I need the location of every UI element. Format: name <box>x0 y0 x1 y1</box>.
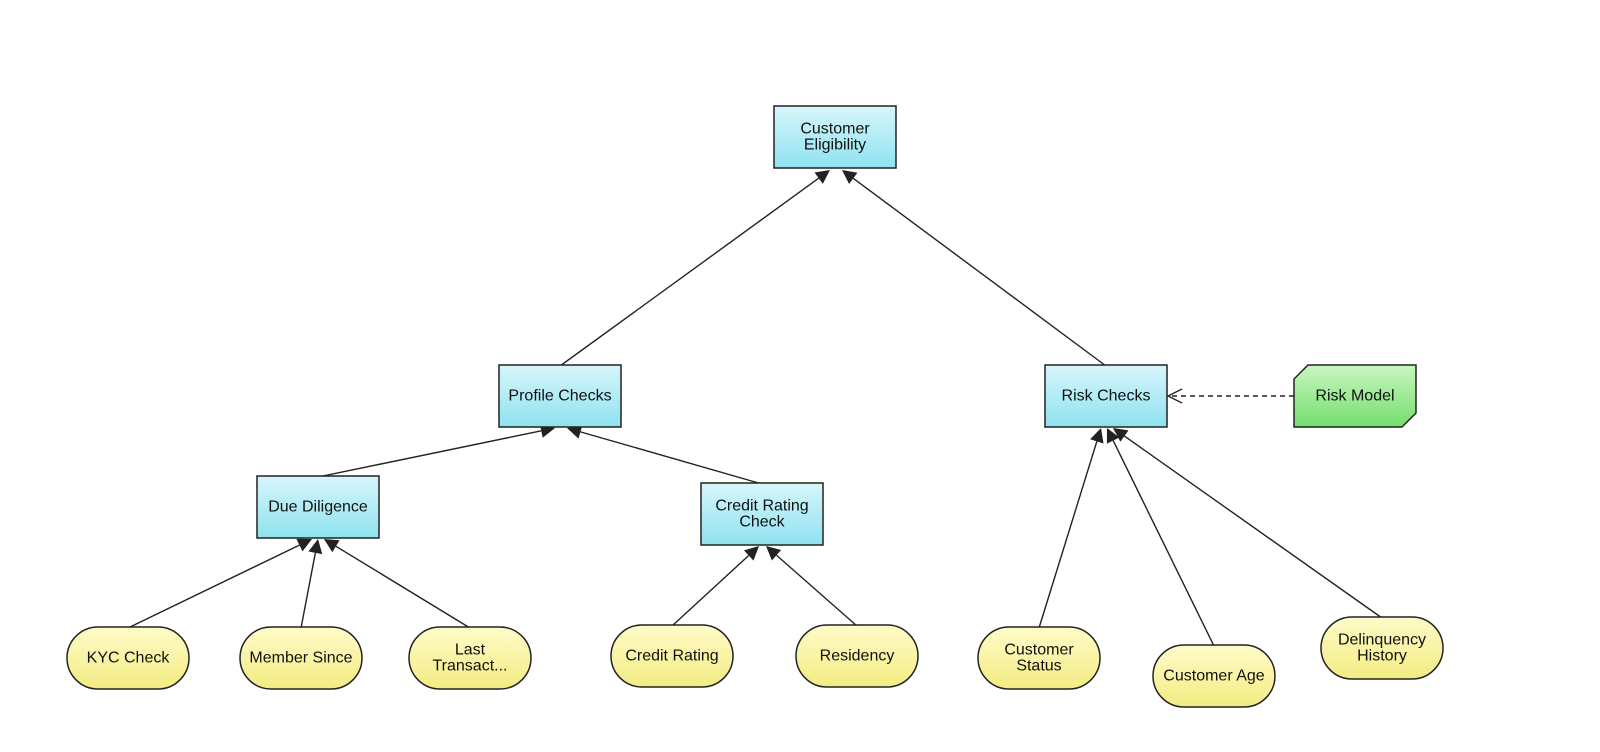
decision-box <box>700 482 824 546</box>
node-label: Residency <box>820 648 895 665</box>
decision-box <box>773 105 897 169</box>
node-label: Customer <box>800 121 870 138</box>
node-label: Profile Checks <box>508 388 611 405</box>
edge-line <box>580 431 763 485</box>
filled-arrowhead-icon <box>1113 428 1129 442</box>
edge-last-transaction-to-due-diligence[interactable] <box>324 539 471 629</box>
input-data-oval <box>408 626 532 690</box>
knowledge-source-shape <box>1293 364 1417 428</box>
node-residency[interactable]: Residency <box>795 624 919 688</box>
input-data-oval <box>1152 644 1276 708</box>
filled-arrowhead-icon <box>1106 428 1120 444</box>
edge-line <box>317 430 542 478</box>
edge-member-since-to-due-diligence[interactable] <box>300 539 323 629</box>
filled-arrowhead-icon <box>1090 428 1104 444</box>
edge-line <box>776 554 858 627</box>
edges-layer <box>127 170 1383 647</box>
edge-profile-checks-to-customer-eligibility[interactable] <box>559 170 830 367</box>
node-label: Last <box>455 642 486 659</box>
node-label: Customer Age <box>1163 668 1264 685</box>
edge-kyc-check-to-due-diligence[interactable] <box>127 538 312 629</box>
node-kyc-check[interactable]: KYC Check <box>66 626 190 690</box>
edge-risk-checks-to-customer-eligibility[interactable] <box>842 170 1107 367</box>
filled-arrowhead-icon <box>567 425 583 439</box>
filled-arrowhead-icon <box>814 170 830 184</box>
filled-arrowhead-icon <box>308 539 323 555</box>
node-label: Member Since <box>249 650 352 667</box>
node-member-since[interactable]: Member Since <box>239 626 363 690</box>
edge-credit-rating-to-credit-rating-check[interactable] <box>671 546 759 627</box>
filled-arrowhead-icon <box>766 546 782 561</box>
node-label: Due Diligence <box>268 499 368 516</box>
node-label: Risk Checks <box>1062 388 1151 405</box>
input-data-oval <box>977 626 1101 690</box>
node-profile-checks[interactable]: Profile Checks <box>498 364 622 428</box>
node-customer-age[interactable]: Customer Age <box>1152 644 1276 708</box>
edge-line <box>852 177 1107 367</box>
input-data-oval <box>66 626 190 690</box>
edge-due-diligence-to-profile-checks[interactable] <box>317 423 555 478</box>
node-label: Credit Rating <box>625 648 718 665</box>
open-arrowhead-icon <box>1166 388 1183 404</box>
filled-arrowhead-icon <box>296 538 312 552</box>
edge-line <box>127 544 300 629</box>
filled-arrowhead-icon <box>324 539 340 553</box>
edge-delinquency-history-to-risk-checks[interactable] <box>1113 428 1383 619</box>
filled-arrowhead-icon <box>842 170 858 184</box>
input-data-oval <box>610 624 734 688</box>
edge-line <box>335 545 471 629</box>
edge-customer-status-to-risk-checks[interactable] <box>1038 428 1104 629</box>
node-label: KYC Check <box>87 650 171 667</box>
decision-box <box>1044 364 1168 428</box>
node-credit-rating[interactable]: Credit Rating <box>610 624 734 688</box>
node-label: Eligibility <box>804 137 866 154</box>
edge-line <box>1112 440 1215 647</box>
node-due-diligence[interactable]: Due Diligence <box>256 475 380 539</box>
edge-line <box>671 554 750 627</box>
edge-risk-model-to-risk-checks[interactable] <box>1166 388 1294 404</box>
decision-box <box>498 364 622 428</box>
filled-arrowhead-icon <box>743 546 759 561</box>
node-label: Check <box>739 514 785 531</box>
node-risk-checks[interactable]: Risk Checks <box>1044 364 1168 428</box>
node-risk-model[interactable]: Risk Model <box>1293 364 1417 428</box>
edge-line <box>1124 435 1383 619</box>
input-data-oval <box>795 624 919 688</box>
node-label: Customer <box>1004 642 1074 659</box>
edge-customer-age-to-risk-checks[interactable] <box>1106 428 1215 647</box>
node-last-transaction[interactable]: LastTransact... <box>408 626 532 690</box>
node-label: Transact... <box>433 658 508 675</box>
node-label: Risk Model <box>1315 388 1394 405</box>
node-label: History <box>1357 648 1407 665</box>
node-label: Delinquency <box>1338 632 1426 649</box>
input-data-oval <box>239 626 363 690</box>
node-label: Status <box>1016 658 1061 675</box>
edge-line <box>300 552 317 629</box>
input-data-oval <box>1320 616 1444 680</box>
edge-residency-to-credit-rating-check[interactable] <box>766 546 858 627</box>
edge-line <box>1038 441 1098 629</box>
node-label: Credit Rating <box>715 498 808 515</box>
decision-box <box>256 475 380 539</box>
edge-credit-rating-check-to-profile-checks[interactable] <box>567 425 763 485</box>
edge-line <box>559 177 820 367</box>
